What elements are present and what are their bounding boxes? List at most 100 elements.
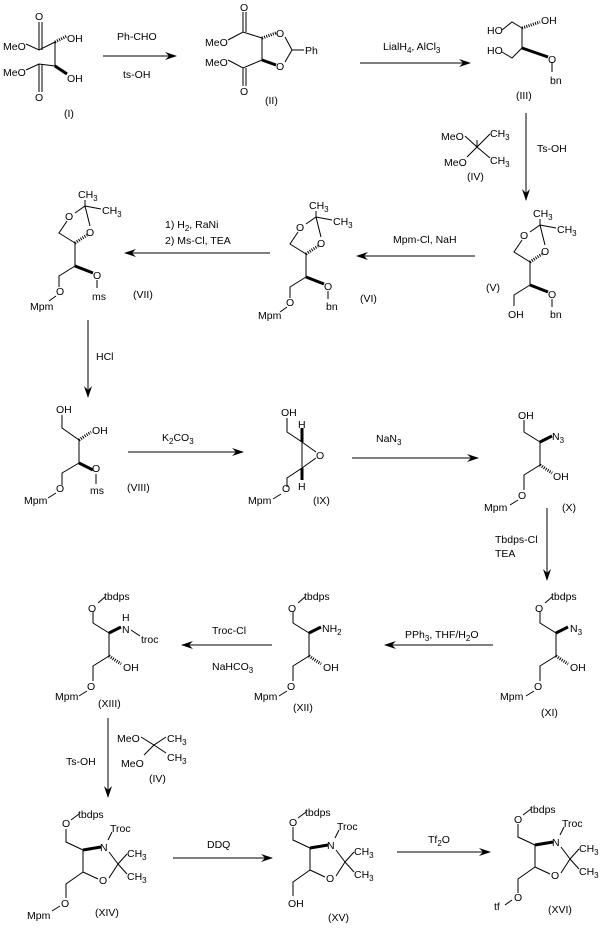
atom-label: OH (323, 662, 339, 674)
atom-label: CH3 (579, 866, 599, 880)
atom-label: N3 (552, 431, 565, 445)
atom-label: ms (92, 291, 106, 303)
atom-label: OH (56, 404, 72, 416)
atom-label: Mpm (55, 691, 79, 703)
compound-label: (VII) (133, 289, 153, 301)
reagent-text: 1) H2, RaNi (165, 219, 218, 233)
atom-label: N (122, 624, 130, 636)
reaction-arrows (84, 52, 551, 862)
atom-label: O (240, 2, 248, 14)
atom-label: H (298, 481, 306, 493)
atom-label: O (276, 28, 284, 40)
atom-label: MeO (3, 67, 26, 79)
atom-label: bn (550, 75, 562, 87)
atom-label: O (286, 297, 294, 309)
atom-label: Mpm (27, 910, 51, 922)
compound-II: MeO MeO O O O O Ph (II) (205, 2, 318, 107)
compound-label: (III) (516, 90, 532, 102)
atom-label: O (548, 289, 556, 301)
atom-label: O (514, 814, 522, 826)
atom-label: O (92, 463, 100, 475)
atom-label: OH (518, 410, 534, 422)
compound-label: (IV) (467, 171, 484, 183)
atom-label: O (62, 818, 70, 830)
atom-label: O (240, 86, 248, 98)
atom-label: Mpm (254, 691, 278, 703)
atom-label: MeO (117, 733, 140, 745)
reagent-text: Troc-Cl (212, 625, 246, 637)
atom-label: tbdps (551, 591, 577, 603)
compound-label: (VIII) (127, 482, 150, 494)
atom-label: O (87, 681, 95, 693)
atom-label: CH3 (127, 871, 147, 885)
atom-label: O (65, 211, 73, 223)
compound-V: CH3 CH3 O O O bn OH (V) (486, 208, 577, 321)
compound-IV: MeO MeO CH3 CH3 (IV) (441, 128, 510, 183)
atom-label: O (282, 483, 290, 495)
atom-label: CH3 (533, 208, 553, 222)
atom-label: CH3 (167, 733, 187, 747)
atom-label: CH3 (490, 128, 510, 142)
atom-label: O (35, 11, 43, 23)
atom-label: O (520, 230, 528, 242)
atom-label: CH3 (354, 869, 374, 883)
atom-label: MeO (121, 758, 144, 770)
atom-label: CH3 (78, 189, 98, 203)
compound-label: (VI) (360, 293, 377, 305)
reagent-text: HCl (96, 351, 114, 363)
atom-label: MeO (205, 37, 228, 49)
atom-label: Troc (337, 821, 358, 833)
atom-label: O (535, 603, 543, 615)
atom-label: O (287, 681, 295, 693)
atom-label: OH (281, 407, 297, 419)
atom-label: HO (487, 45, 503, 57)
atom-label: MeO (3, 41, 26, 53)
atom-label: Troc (110, 823, 131, 835)
compound-label: (XV) (328, 912, 349, 924)
compound-X: OH N3 OH Mpm O (X) (484, 410, 576, 514)
atom-label: O (289, 817, 297, 829)
atom-label: O (88, 603, 96, 615)
atom-label: OH (67, 73, 83, 85)
reagent-text: Tf2O (428, 834, 450, 848)
atom-label: O (56, 483, 64, 495)
atom-label: bn (326, 301, 338, 313)
atom-label: tbdps (78, 809, 104, 821)
atom-label: OH (92, 425, 108, 437)
atom-label: tbdps (305, 807, 331, 819)
atom-label: O (56, 286, 64, 298)
reagent-text: Ph-CHO (117, 31, 157, 43)
atom-label: CH3 (167, 752, 187, 766)
reagent-text: 2) Ms-Cl, TEA (165, 235, 231, 247)
atom-label: tf (494, 901, 500, 913)
reagent-text: DDQ (207, 839, 230, 851)
atom-label: OH (508, 309, 524, 321)
atom-label: OH (570, 662, 586, 674)
atom-label: N (552, 837, 560, 849)
compound-IX: OH H O H Mpm O (IX) (248, 407, 330, 507)
reagent-text: TEA (495, 548, 515, 560)
atom-label: O (99, 875, 107, 887)
compound-I: MeO MeO OH OH O O (I) (3, 11, 83, 120)
reagent-text: NaHCO3 (212, 661, 254, 675)
atom-label: Troc (562, 818, 583, 830)
atom-label: Mpm (248, 495, 272, 507)
atom-label: O (541, 246, 549, 258)
atom-label: CH3 (557, 224, 577, 238)
atom-label: O (518, 490, 526, 502)
reagent-text: K2CO3 (162, 432, 194, 446)
reagent-text: PPh3, THF/H2O (405, 629, 479, 643)
atom-label: OH (288, 898, 304, 910)
compound-label: (XVI) (548, 904, 572, 916)
atom-label: CH3 (579, 843, 599, 857)
atom-label: O (514, 892, 522, 904)
reagent-text: Ts-OH (66, 756, 96, 768)
compound-VI: CH3 CH3 O O O bn Mpm O (VI) (258, 200, 377, 322)
atom-label: CH3 (354, 846, 374, 860)
compound-XIV: tbdps O Troc N CH3 CH3 O Mpm O (XIV) (27, 809, 147, 922)
atom-label: O (61, 898, 69, 910)
atom-label: O (288, 603, 296, 615)
atom-label: ms (90, 485, 104, 497)
reagent-text: Mpm-Cl, NaH (393, 234, 457, 246)
